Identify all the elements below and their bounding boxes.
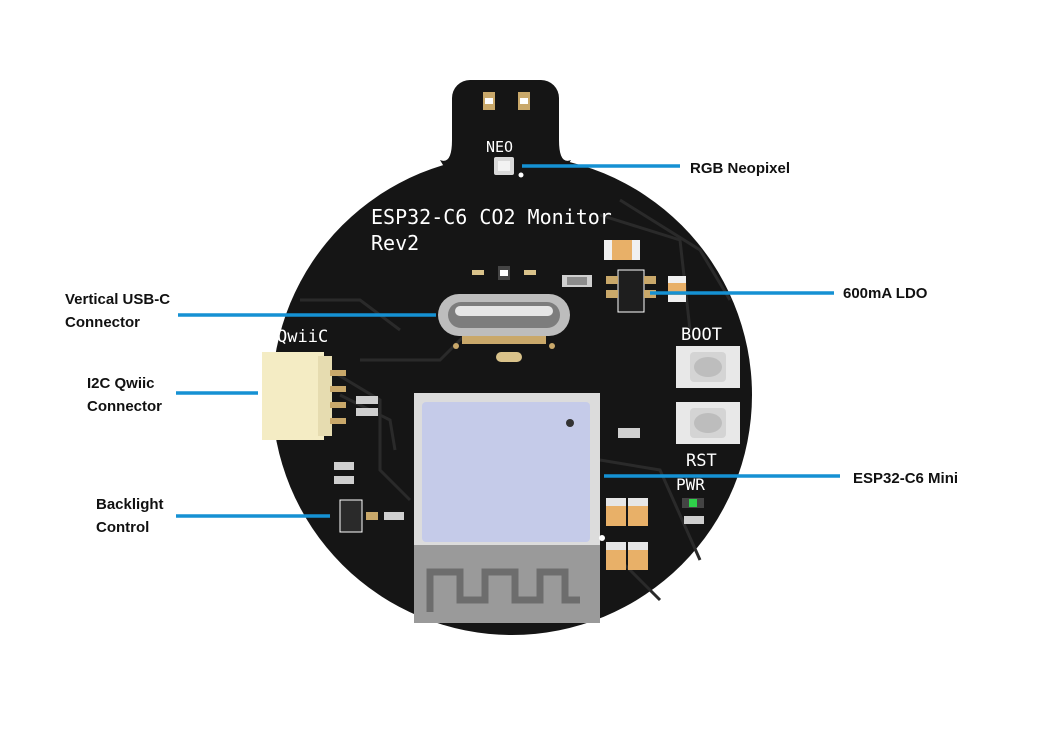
- board-title-line2: Rev2: [371, 231, 419, 255]
- callout-rgb-neopixel: RGB Neopixel: [690, 157, 790, 180]
- callout-usb-c: Vertical USB-C Connector: [65, 288, 170, 334]
- callout-backlight-line1: Backlight: [96, 493, 164, 516]
- callout-esp32-module: ESP32-C6 Mini: [853, 467, 958, 490]
- callout-backlight: Backlight Control: [96, 493, 164, 539]
- board-title-line1: ESP32-C6 CO2 Monitor: [371, 205, 612, 229]
- silk-neo: NEO: [486, 138, 513, 156]
- callout-rgb-neopixel-line1: RGB Neopixel: [690, 157, 790, 180]
- silk-boot: BOOT: [681, 325, 722, 345]
- callout-ldo: 600mA LDO: [843, 282, 927, 305]
- callout-backlight-line2: Control: [96, 516, 164, 539]
- callout-usb-c-line1: Vertical USB-C: [65, 288, 170, 311]
- callout-qwiic-line1: I2C Qwiic: [87, 372, 162, 395]
- rst-button: [676, 402, 740, 444]
- silk-rst: RST: [686, 451, 717, 471]
- callout-ldo-line1: 600mA LDO: [843, 282, 927, 305]
- callout-usb-c-line2: Connector: [65, 311, 170, 334]
- callout-qwiic-line2: Connector: [87, 395, 162, 418]
- silk-pwr: PWR: [676, 475, 705, 494]
- esp32-c6-module: [414, 393, 605, 623]
- silk-qwiic: QwiiC: [277, 327, 328, 347]
- callout-qwiic: I2C Qwiic Connector: [87, 372, 162, 418]
- boot-button: [676, 346, 740, 388]
- callout-esp32-module-line1: ESP32-C6 Mini: [853, 467, 958, 490]
